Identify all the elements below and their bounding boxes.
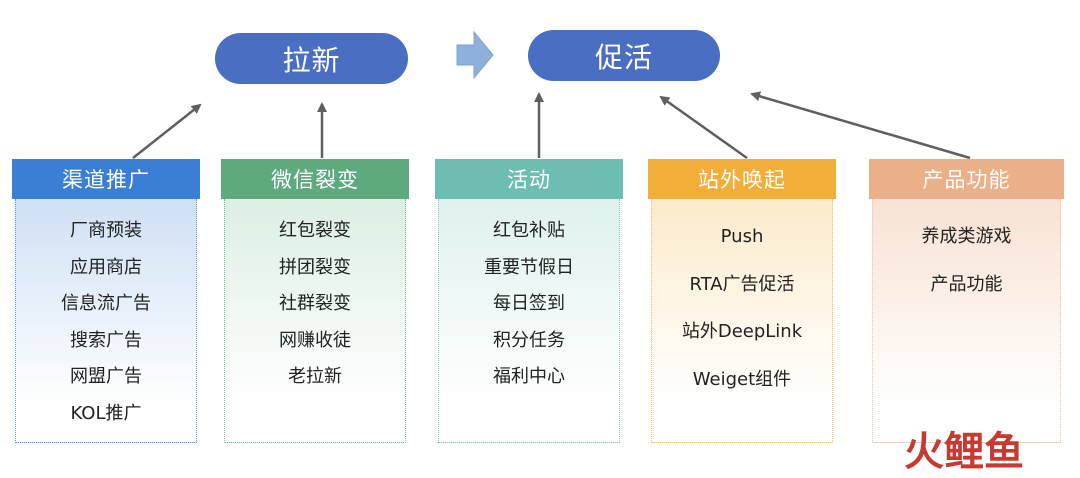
column-body: Push RTA广告促活 站外DeepLink Weiget组件: [651, 199, 833, 443]
list-item: 重要节假日: [484, 256, 574, 278]
list-item: 产品功能: [930, 273, 1003, 295]
list-item: 搜索广告: [70, 329, 142, 351]
column-channel-promotion: 渠道推广 厂商预装 应用商店 信息流广告 搜索广告 网盟广告 KOL推广: [12, 159, 200, 443]
arrow-channel-to-acquisition: [132, 103, 202, 159]
arrow-offsite-to-activation: [659, 95, 748, 160]
list-item: 信息流广告: [61, 293, 151, 315]
list-item: 养成类游戏: [921, 226, 1012, 247]
column-body: 养成类游戏 产品功能: [872, 199, 1061, 443]
column-body: 厂商预装 应用商店 信息流广告 搜索广告 网盟广告 KOL推广: [15, 199, 197, 443]
list-item: 厂商预装: [70, 220, 142, 241]
list-item: KOL推广: [70, 402, 142, 424]
list-item: Weiget组件: [692, 368, 792, 390]
column-header: 产品功能: [869, 159, 1064, 199]
list-item: 站外DeepLink: [681, 321, 803, 342]
list-item: RTA广告促活: [689, 273, 795, 295]
list-item: 网盟广告: [70, 366, 142, 388]
column-body: 红包裂变 拼团裂变 社群裂变 网赚收徒 老拉新: [224, 199, 406, 443]
column-header: 站外唤起: [648, 159, 836, 199]
list-item: 每日签到: [493, 293, 565, 315]
column-header: 渠道推广: [12, 159, 200, 199]
logo-text: 火鲤鱼: [904, 429, 1024, 475]
list-item: 老拉新: [288, 366, 342, 388]
column-product-features: 产品功能 养成类游戏 产品功能: [869, 159, 1064, 443]
list-item: 红包裂变: [279, 220, 351, 241]
list-item: 福利中心: [493, 366, 565, 388]
list-item: 社群裂变: [279, 293, 351, 315]
column-offsite-wakeup: 站外唤起 Push RTA广告促活 站外DeepLink Weiget组件: [648, 159, 836, 443]
brand-logo: 火鲤鱼: [904, 432, 1024, 472]
list-item: 网赚收徒: [279, 329, 351, 351]
right-arrow-icon: [456, 30, 494, 80]
column-body: 红包补贴 重要节假日 每日签到 积分任务 福利中心: [438, 199, 620, 443]
activation-label: 促活: [594, 40, 653, 74]
column-wechat-fission: 微信裂变 红包裂变 拼团裂变 社群裂变 网赚收徒 老拉新: [221, 159, 409, 443]
acquisition-label: 拉新: [282, 43, 341, 77]
list-item: 积分任务: [493, 329, 565, 351]
column-header: 活动: [435, 159, 623, 199]
column-activities: 活动 红包补贴 重要节假日 每日签到 积分任务 福利中心: [435, 159, 623, 443]
arrow-product-to-activation: [750, 91, 971, 160]
acquisition-pill: 拉新: [215, 33, 408, 84]
column-header: 微信裂变: [221, 159, 409, 199]
list-item: 应用商店: [70, 256, 142, 278]
list-item: 拼团裂变: [279, 256, 351, 278]
list-item: 红包补贴: [493, 220, 565, 241]
activation-pill: 促活: [528, 30, 720, 81]
list-item: Push: [720, 226, 764, 247]
